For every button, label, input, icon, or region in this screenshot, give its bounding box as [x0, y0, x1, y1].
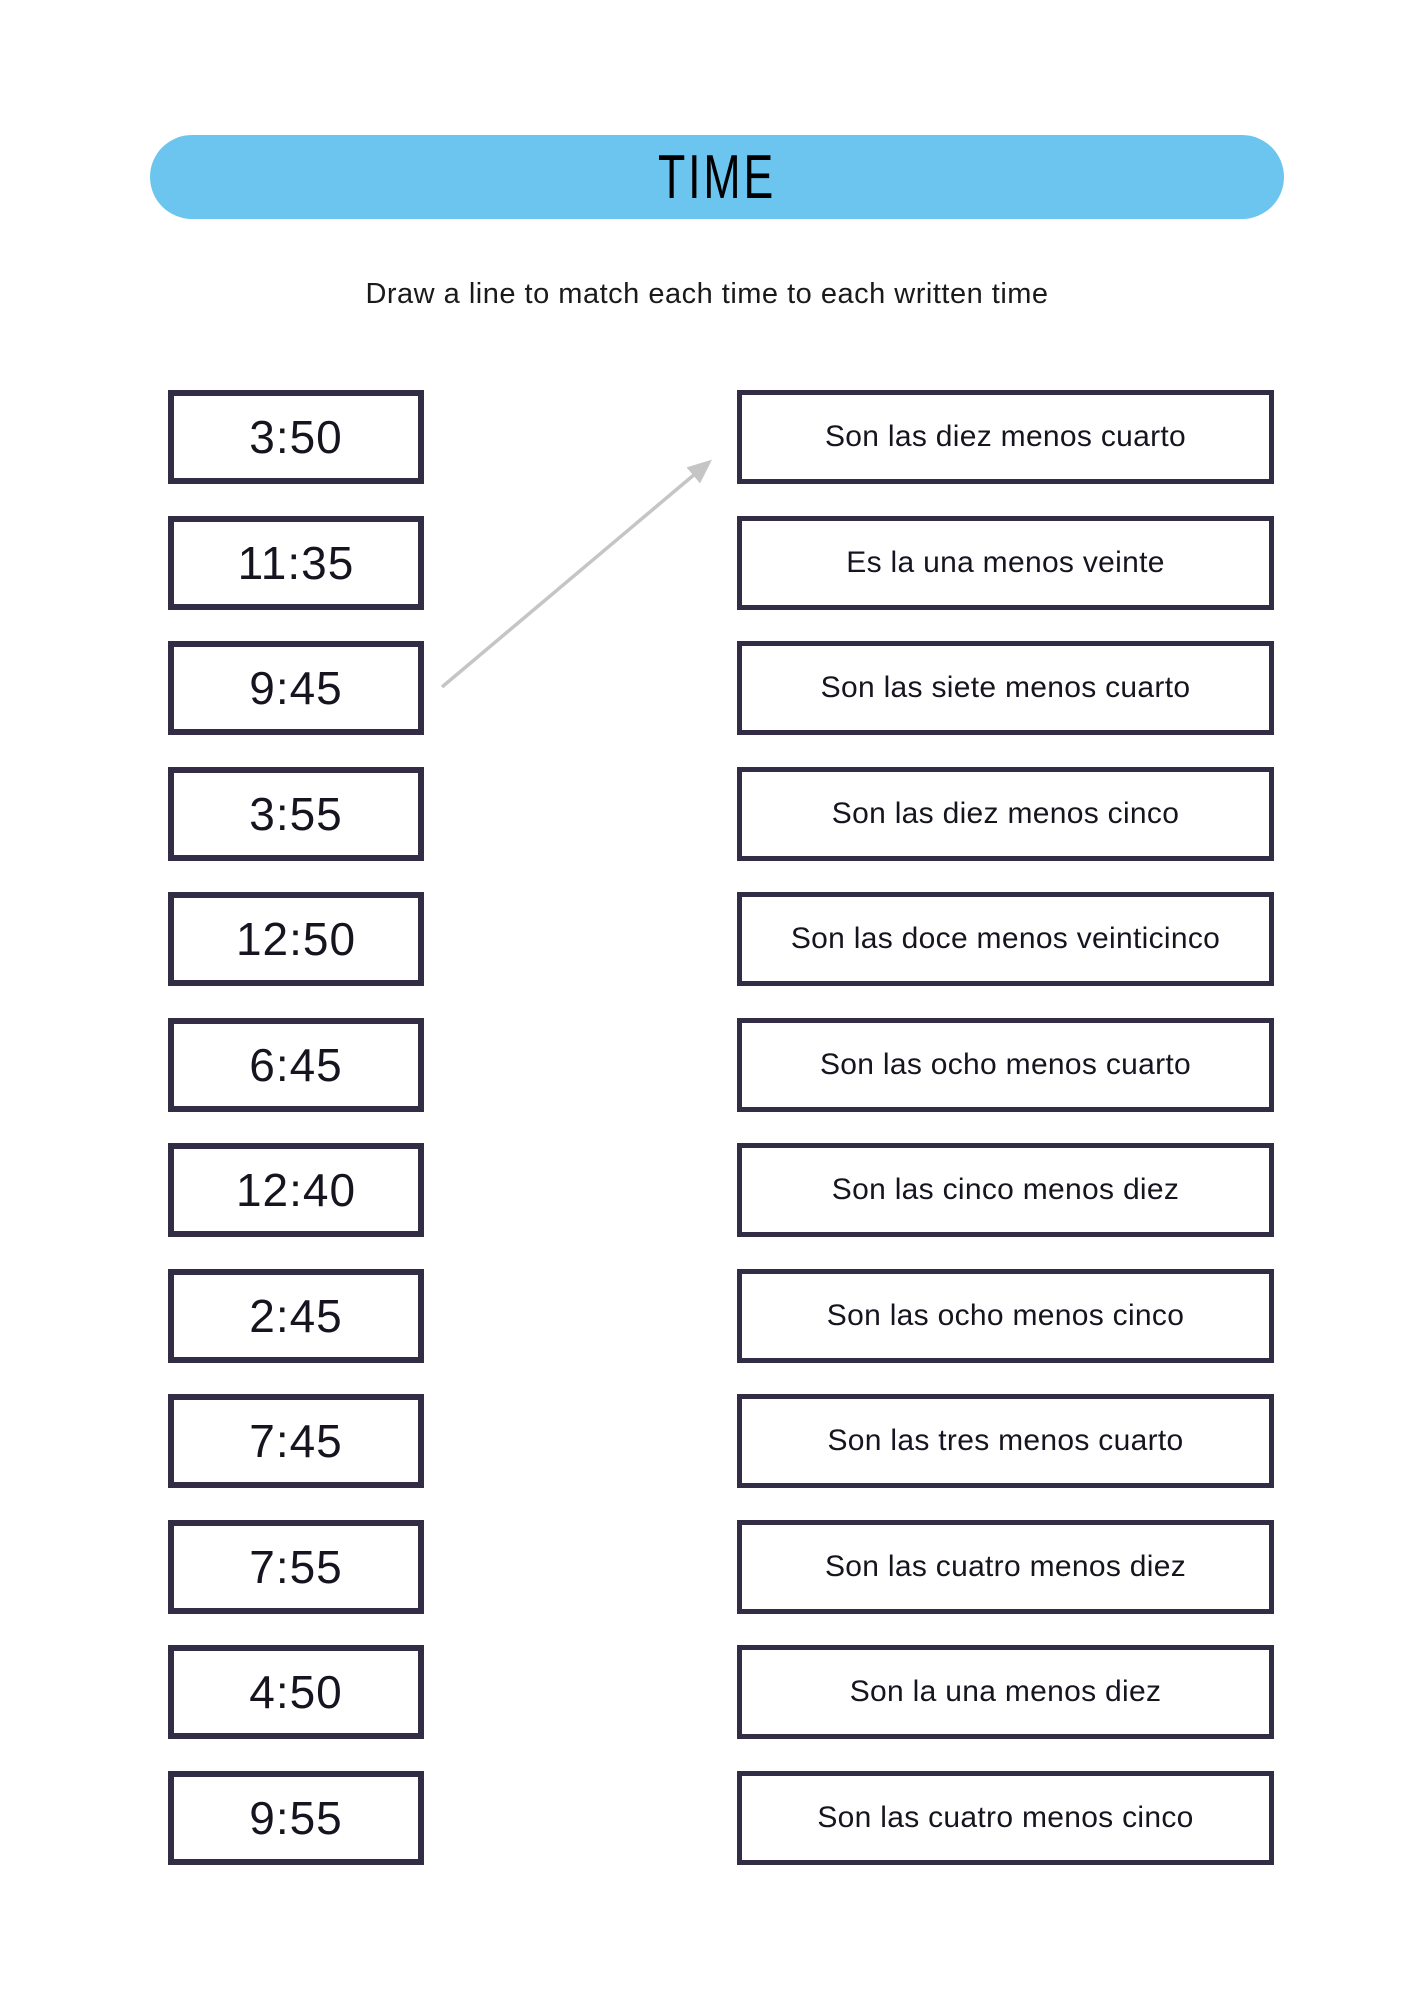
title-banner: TIME — [150, 135, 1284, 219]
time-box[interactable]: 9:45 — [168, 641, 424, 735]
time-label: 7:45 — [249, 1415, 343, 1467]
time-label: 2:45 — [249, 1289, 343, 1342]
written-time-box[interactable]: Son las siete menos cuarto — [737, 641, 1274, 735]
time-label: 3:50 — [249, 411, 343, 463]
time-box[interactable]: 12:40 — [168, 1143, 424, 1237]
time-label: 11:35 — [237, 536, 355, 589]
time-label: 3:55 — [249, 787, 343, 840]
written-time-label: Son las ocho menos cinco — [826, 1298, 1185, 1332]
written-time-label: Son las ocho menos cuarto — [819, 1047, 1192, 1081]
time-box[interactable]: 3:50 — [168, 390, 424, 484]
written-time-box[interactable]: Es la una menos veinte — [737, 515, 1274, 610]
written-time-box[interactable]: Son las cuatro menos cinco — [737, 1770, 1274, 1865]
time-label: 12:40 — [235, 1164, 357, 1216]
written-time-label: Son las doce menos veinticinco — [790, 922, 1221, 955]
time-box[interactable]: 3:55 — [168, 766, 424, 861]
time-box[interactable]: 7:55 — [168, 1519, 424, 1614]
written-time-label: Son las tres menos cuarto — [827, 1424, 1184, 1457]
written-time-label: Son la una menos diez — [849, 1675, 1162, 1708]
written-time-box[interactable]: Son las diez menos cinco — [737, 766, 1274, 861]
time-box[interactable]: 9:55 — [168, 1770, 424, 1865]
written-time-box[interactable]: Son las diez menos cuarto — [737, 390, 1274, 484]
times-column: 3:50 11:35 9:45 3:55 12:50 6:45 12:40 2:… — [168, 390, 424, 1865]
instruction-text: Draw a line to match each time to each w… — [365, 278, 1049, 310]
page-title: TIME — [657, 142, 777, 212]
time-label: 12:50 — [235, 913, 357, 965]
written-time-label: Son las cuatro menos diez — [824, 1549, 1187, 1583]
time-label: 9:45 — [249, 662, 343, 714]
time-label: 7:55 — [249, 1540, 343, 1593]
written-time-box[interactable]: Son las cinco menos diez — [737, 1143, 1274, 1237]
time-box[interactable]: 6:45 — [168, 1017, 424, 1112]
written-column: Son las diez menos cuarto Es la una meno… — [737, 390, 1274, 1865]
time-label: 4:50 — [249, 1666, 343, 1718]
written-time-label: Son las cinco menos diez — [831, 1173, 1180, 1206]
time-label: 9:55 — [249, 1791, 343, 1844]
time-box[interactable]: 2:45 — [168, 1268, 424, 1363]
written-time-box[interactable]: Son las ocho menos cuarto — [737, 1017, 1274, 1112]
written-time-box[interactable]: Son las ocho menos cinco — [737, 1268, 1274, 1363]
written-time-box[interactable]: Son las cuatro menos diez — [737, 1519, 1274, 1614]
written-time-label: Son las cuatro menos cinco — [817, 1800, 1194, 1834]
written-time-label: Son las diez menos cinco — [831, 796, 1180, 830]
time-box[interactable]: 12:50 — [168, 892, 424, 986]
written-time-box[interactable]: Son la una menos diez — [737, 1645, 1274, 1739]
written-time-label: Son las diez menos cuarto — [824, 420, 1187, 453]
written-time-label: Son las siete menos cuarto — [820, 671, 1191, 704]
written-time-box[interactable]: Son las tres menos cuarto — [737, 1394, 1274, 1488]
written-time-box[interactable]: Son las doce menos veinticinco — [737, 892, 1274, 986]
time-label: 6:45 — [249, 1038, 343, 1091]
time-box[interactable]: 11:35 — [168, 515, 424, 610]
time-box[interactable]: 7:45 — [168, 1394, 424, 1488]
time-box[interactable]: 4:50 — [168, 1645, 424, 1739]
written-time-label: Es la una menos veinte — [846, 545, 1165, 579]
